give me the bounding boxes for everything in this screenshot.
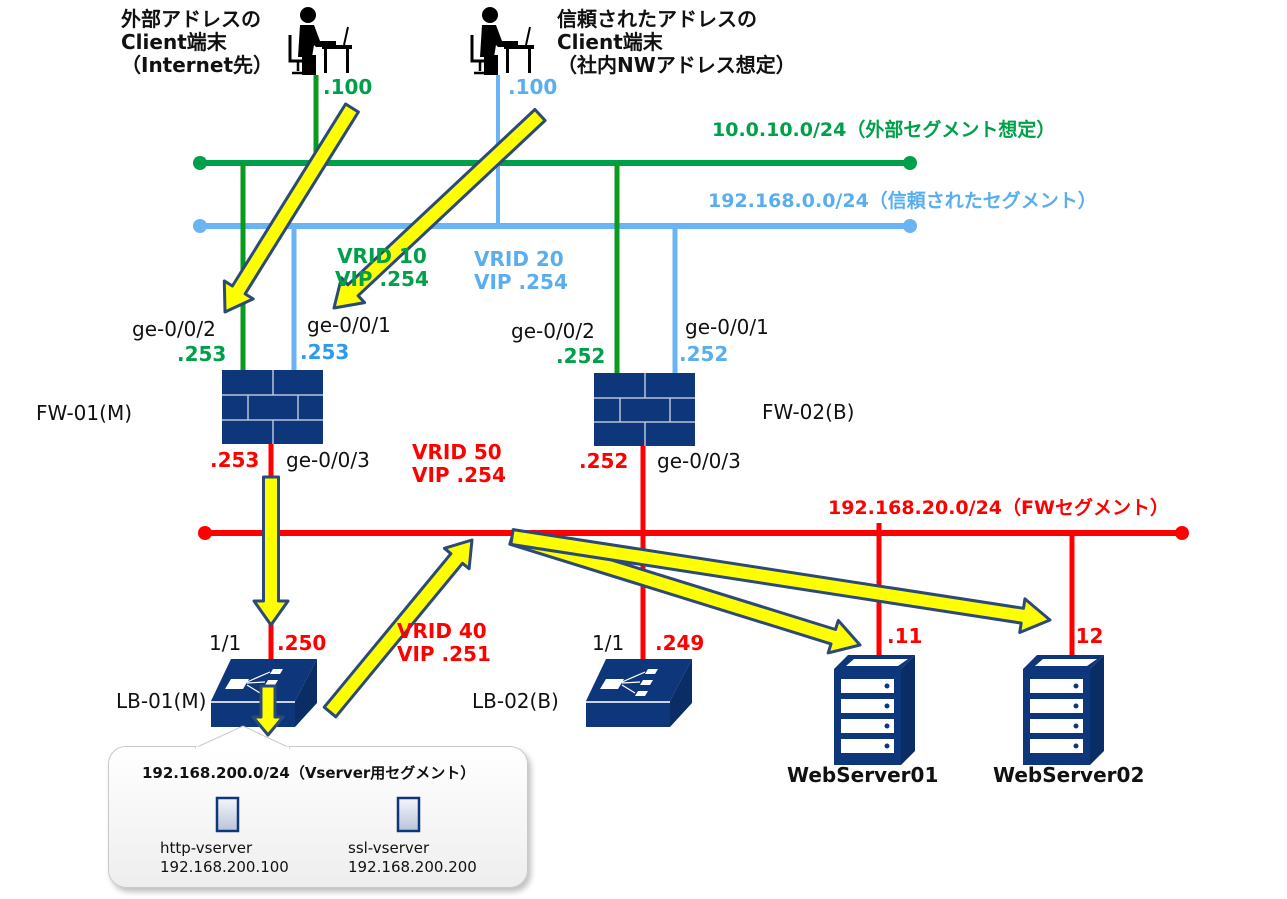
lb01-name: LB-01(M) <box>116 689 207 713</box>
fw01-name: FW-01(M) <box>36 401 132 425</box>
fw02-fw-ip: .252 <box>579 449 629 473</box>
fw-segment-bus <box>198 526 1189 540</box>
external-segment-bus <box>193 156 917 170</box>
webserver01-icon[interactable] <box>834 655 915 765</box>
fw02-ext-port: ge-0/0/2 <box>511 319 595 343</box>
external-client-ip: .100 <box>323 75 373 99</box>
fw01-fw-port: ge-0/0/3 <box>286 448 370 472</box>
vserver-segment-callout <box>108 746 528 888</box>
vrid10-vip: VIP .254 <box>335 267 429 291</box>
http-vserver-name: http-vserver <box>160 839 253 857</box>
lb02-port: 1/1 <box>592 631 625 655</box>
fw01-ext-ip: .253 <box>177 342 227 366</box>
fw02-name: FW-02(B) <box>762 400 855 424</box>
lb01-ip: .250 <box>277 631 327 655</box>
ssl-vserver-name: ssl-vserver <box>348 839 430 857</box>
trusted-segment-bus <box>193 219 917 233</box>
lb02-ip: .249 <box>655 631 705 655</box>
fw02-ext-ip: .252 <box>556 344 606 368</box>
lb02-icon[interactable] <box>586 659 692 727</box>
vrid20-id: VRID 20 <box>474 247 564 271</box>
fw02-trust-ip: .252 <box>679 342 729 366</box>
flow-arrow-trusted-to-fw01 <box>332 108 547 310</box>
http-vserver-ip: 192.168.200.100 <box>160 858 289 876</box>
fw01-trust-port: ge-0/0/1 <box>307 313 391 337</box>
vrid50-vip: VIP .254 <box>412 463 506 487</box>
flow-arrow-external-to-fw01 <box>222 102 360 314</box>
trusted-client-icon[interactable] <box>470 7 534 75</box>
ssl-vserver-ip: 192.168.200.200 <box>348 858 477 876</box>
vserver-segment-label: 192.168.200.0/24（Vserver用セグメント） <box>142 764 476 782</box>
trusted-client-ip: .100 <box>508 75 558 99</box>
traffic-flow-arrows <box>222 102 1052 719</box>
webserver02-icon[interactable] <box>1023 655 1104 765</box>
vrid10-label: VRID 10 VIP .254 <box>335 245 429 291</box>
flow-arrow-lb01-to-vip <box>322 538 474 719</box>
webserver01-name: WebServer01 <box>787 763 939 787</box>
external-client-icon[interactable] <box>288 7 352 75</box>
webserver02-name: WebServer02 <box>993 763 1145 787</box>
flow-arrow-fw01-to-lb01 <box>252 475 290 627</box>
vrid40-id: VRID 40 <box>397 619 487 643</box>
lb01-port: 1/1 <box>209 631 242 655</box>
web01-ip: .11 <box>887 624 923 648</box>
flow-arrow-vip-to-web02 <box>509 528 1052 634</box>
fw-segment-label: 192.168.20.0/24（FWセグメント） <box>828 497 1169 519</box>
trusted-client-label: 信頼されたアドレスの Client端末 （社内NWアドレス想定） <box>557 7 796 77</box>
fw01-fw-ip: .253 <box>210 448 260 472</box>
trusted-segment-label: 192.168.0.0/24（信頼されたセグメント） <box>708 190 1097 212</box>
vrid50-id: VRID 50 <box>412 440 502 464</box>
lb02-name: LB-02(B) <box>472 689 559 713</box>
vrid50-label: VRID 50 VIP .254 <box>412 441 506 487</box>
lb01-icon[interactable] <box>211 659 317 727</box>
fw01-ext-port: ge-0/0/2 <box>132 317 216 341</box>
vrid20-label: VRID 20 VIP .254 <box>474 248 568 294</box>
vrid40-vip: VIP .251 <box>397 642 491 666</box>
vrid10-id: VRID 10 <box>337 244 427 268</box>
external-client-label: 外部アドレスの Client端末 （Internet先） <box>121 7 274 77</box>
fw02-icon[interactable] <box>594 373 695 446</box>
fw02-trust-port: ge-0/0/1 <box>685 315 769 339</box>
vrid20-vip: VIP .254 <box>474 270 568 294</box>
vrid40-label: VRID 40 VIP .251 <box>397 620 491 666</box>
fw01-trust-ip: .253 <box>300 340 350 364</box>
web02-ip: .12 <box>1068 624 1104 648</box>
fw01-icon[interactable] <box>222 370 323 444</box>
fw02-fw-port: ge-0/0/3 <box>657 449 741 473</box>
external-segment-label: 10.0.10.0/24（外部セグメント想定） <box>712 119 1056 141</box>
